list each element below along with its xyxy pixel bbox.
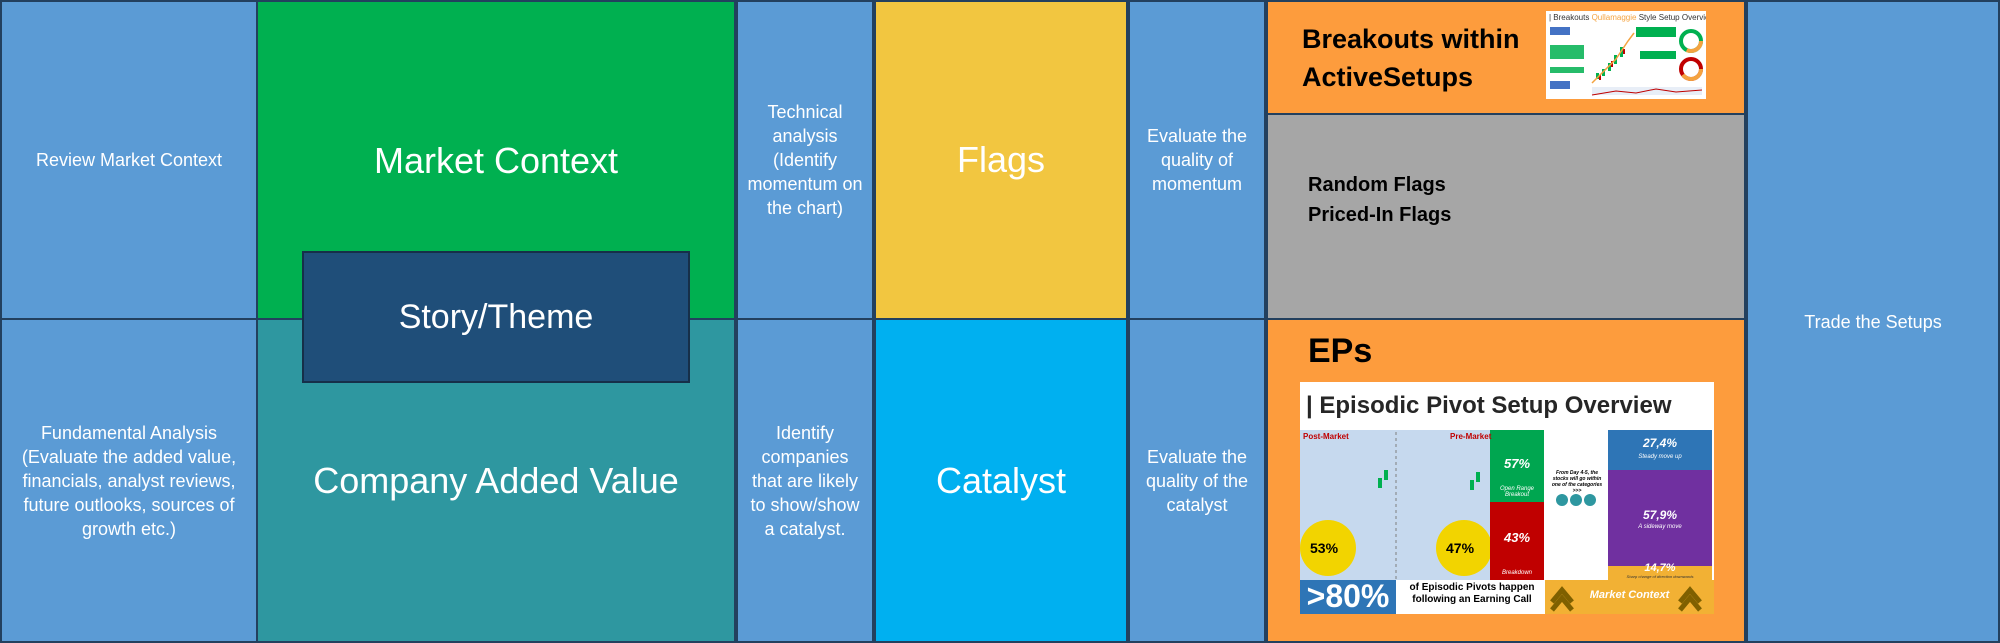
evaluate-catalyst-box: Evaluate the quality of the catalyst bbox=[1128, 318, 1266, 643]
breakout-thumb-chart bbox=[1550, 27, 1703, 96]
evaluate-catalyst-label: Evaluate the quality of the catalyst bbox=[1145, 446, 1249, 515]
ep-down-pct: 14,7% bbox=[1644, 562, 1676, 574]
flags-label: Flags bbox=[956, 139, 1046, 180]
identify-companies-label: Identify companies that are likely to sh… bbox=[750, 422, 860, 539]
market-context-label: Market Context bbox=[373, 140, 619, 181]
ep-big-pct: >80% bbox=[1306, 578, 1390, 614]
trade-setups-box: Trade the Setups bbox=[1746, 0, 2000, 643]
ep-breakdown-pct: 43% bbox=[1503, 530, 1531, 545]
ep-sideway-label: A sideway move bbox=[1638, 524, 1682, 530]
breakouts-title-line1: Breakouts within bbox=[1302, 24, 1520, 54]
ep-thumb-title: | Episodic Pivot Setup Overview bbox=[1306, 392, 1672, 419]
ep-breakdown-label: Breakdown bbox=[1501, 570, 1533, 576]
ep-market-context-label: Market Context bbox=[1589, 589, 1670, 601]
fundamental-analysis-label: Fundamental Analysis (Evaluate the added… bbox=[21, 422, 237, 539]
breakout-thumb-title: | Breakouts Qullamaggie Style Setup Over… bbox=[1549, 13, 1706, 22]
ep-left-pct: 53% bbox=[1310, 540, 1339, 556]
trade-setups-label: Trade the Setups bbox=[1804, 311, 1942, 332]
catalyst-box: Catalyst bbox=[874, 318, 1128, 643]
ep-note: From Day 4-5, the stocks will go within … bbox=[1551, 470, 1603, 494]
random-flags-box: Random Flags Priced-In Flags bbox=[1266, 113, 1746, 320]
ep-open-range-pct: 57% bbox=[1503, 456, 1531, 471]
random-flags-label: Random Flags bbox=[1308, 173, 1446, 196]
eps-title: EPs bbox=[1308, 332, 1373, 370]
breakouts-title-line2: ActiveSetups bbox=[1302, 62, 1474, 92]
story-theme-box: Story/Theme bbox=[302, 251, 690, 383]
review-market-context-box: Review Market Context bbox=[0, 0, 258, 320]
ep-open-range-label: Open Range Breakout bbox=[1499, 486, 1535, 498]
breakout-setup-thumbnail: | Breakouts Qullamaggie Style Setup Over… bbox=[1546, 11, 1706, 99]
evaluate-momentum-box: Evaluate the quality of momentum bbox=[1128, 0, 1266, 320]
story-theme-label: Story/Theme bbox=[398, 297, 594, 336]
ep-big-text: of Episodic Pivots happen following an E… bbox=[1409, 582, 1535, 605]
catalyst-label: Catalyst bbox=[935, 459, 1067, 501]
breakouts-box: Breakouts within ActiveSetups | Breakout… bbox=[1266, 0, 1746, 115]
eps-box: EPs | Episodic Pivot Setup Overview bbox=[1266, 318, 1746, 643]
technical-analysis-label: Technical analysis (Identify momentum on… bbox=[747, 102, 863, 218]
fundamental-analysis-box: Fundamental Analysis (Evaluate the added… bbox=[0, 318, 258, 643]
ep-steady-label: Steady move up bbox=[1638, 454, 1682, 460]
ep-steady-pct: 27,4% bbox=[1642, 436, 1678, 450]
ep-thumb-graphic bbox=[1300, 430, 1714, 614]
episodic-pivot-thumbnail: | Episodic Pivot Setup Overview bbox=[1300, 382, 1714, 614]
priced-in-flags-label: Priced-In Flags bbox=[1308, 203, 1452, 226]
ep-pre-market-label: Pre-Market bbox=[1450, 432, 1492, 441]
ep-sideway-pct: 57,9% bbox=[1642, 508, 1678, 522]
ep-post-market-label: Post-Market bbox=[1303, 432, 1349, 441]
flags-box: Flags bbox=[874, 0, 1128, 320]
ep-down-label: Sharp change of direction downwards bbox=[1626, 574, 1694, 579]
company-added-value-label: Company Added Value bbox=[313, 460, 679, 501]
identify-companies-box: Identify companies that are likely to sh… bbox=[736, 318, 874, 643]
evaluate-momentum-label: Evaluate the quality of momentum bbox=[1146, 126, 1248, 194]
review-market-context-label: Review Market Context bbox=[35, 150, 223, 170]
technical-analysis-box: Technical analysis (Identify momentum on… bbox=[736, 0, 874, 320]
ep-right-pct: 47% bbox=[1446, 540, 1475, 556]
